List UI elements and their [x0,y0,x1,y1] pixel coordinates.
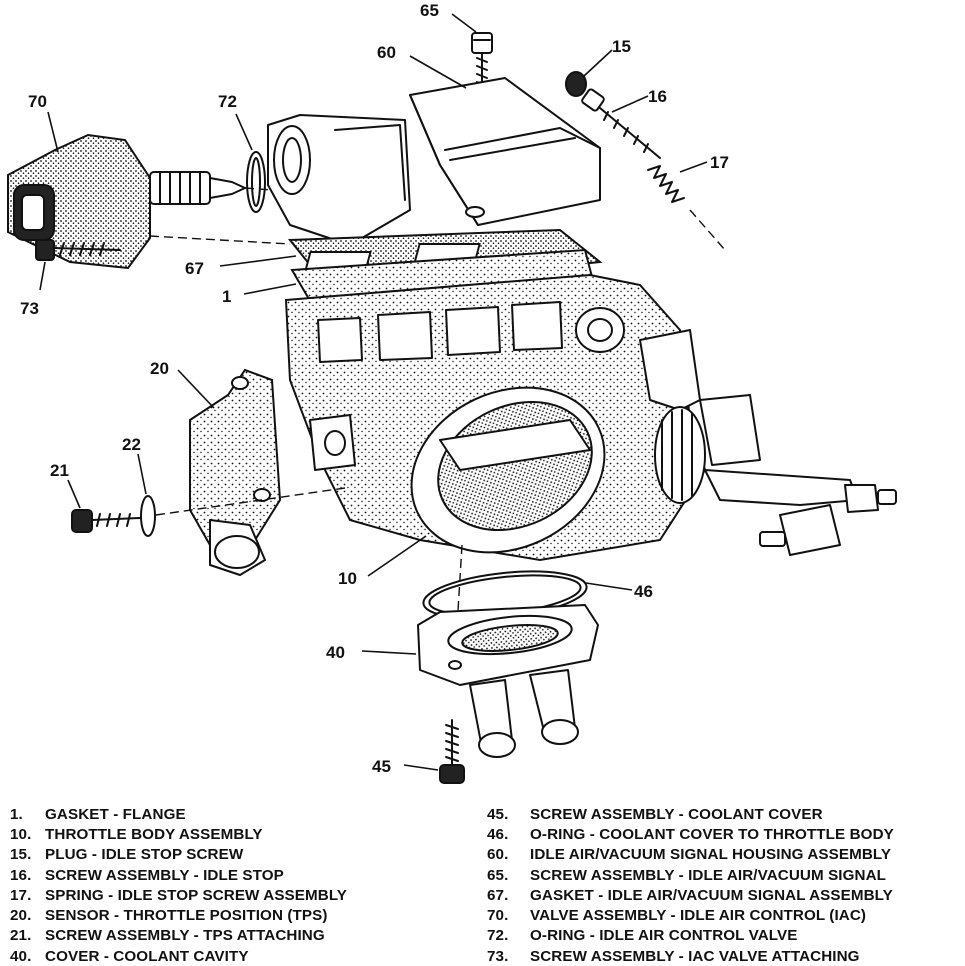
part-21-tps-screw [71,487,346,533]
legend-text: O-RING - IDLE AIR CONTROL VALVE [530,927,798,945]
parts-legend: 1. GASKET - FLANGE 10. THROTTLE BODY ASSEM… [0,800,965,965]
legend-row: 16. SCREW ASSEMBLY - IDLE STOP [10,865,347,885]
throttle-linkage [639,329,897,556]
legend-row: 15. PLUG - IDLE STOP SCREW [10,845,347,865]
legend-row: 60. IDLE AIR/VACUUM SIGNAL HOUSING ASSEMB… [487,845,894,865]
callout-22: 22 [122,435,141,454]
legend-number: 21. [10,927,32,945]
legend-row: 1. GASKET - FLANGE [10,804,347,824]
legend-text: SCREW ASSEMBLY - COOLANT COVER [530,805,823,823]
part-16-idle-stop-screw [581,88,661,159]
legend-text: COVER - COOLANT CAVITY [45,947,249,965]
legend-text: SCREW ASSEMBLY - IAC VALVE ATTACHING [530,947,860,965]
callout-10: 10 [338,569,357,588]
part-45-coolant-screw [439,719,465,784]
callout-labels: 65 60 15 16 70 72 17 67 1 73 20 22 21 10… [20,1,729,776]
legend-number: 17. [10,886,32,904]
callout-70: 70 [28,92,47,111]
callout-73: 73 [20,299,39,318]
legend-number: 60. [487,846,509,864]
callout-16: 16 [648,87,667,106]
legend-text: GASKET - FLANGE [45,805,186,823]
legend-text: THROTTLE BODY ASSEMBLY [45,825,263,843]
legend-text: SPRING - IDLE STOP SCREW ASSEMBLY [45,886,348,904]
legend-text: VALVE ASSEMBLY - IDLE AIR CONTROL (IAC) [530,907,867,925]
legend-left-column: 1. GASKET - FLANGE 10. THROTTLE BODY ASSEM… [10,804,347,966]
part-22-tps-washer [140,495,156,537]
legend-row: 40. COVER - COOLANT CAVITY [10,946,347,966]
callout-1: 1 [222,287,231,306]
callout-72: 72 [218,92,237,111]
legend-number: 67. [487,886,509,904]
callout-21: 21 [50,461,69,480]
legend-text: SCREW ASSEMBLY - TPS ATTACHING [45,927,325,945]
callout-17: 17 [710,153,729,172]
legend-row: 65. SCREW ASSEMBLY - IDLE AIR/VACUUM SIGN… [487,865,894,885]
legend-number: 46. [487,825,509,843]
part-20-tps-sensor [189,368,282,576]
legend-row: 20. SENSOR - THROTTLE POSITION (TPS) [10,905,347,925]
part-15-plug [565,71,587,97]
legend-number: 72. [487,927,509,945]
callout-60: 60 [377,43,396,62]
legend-row: 10. THROTTLE BODY ASSEMBLY [10,824,347,844]
legend-row: 67. GASKET - IDLE AIR/VACUUM SIGNAL ASSEM… [487,885,894,905]
legend-number: 65. [487,866,509,884]
iac-mounting-boss [267,114,411,246]
legend-text: GASKET - IDLE AIR/VACUUM SIGNAL ASSEMBLY [530,886,893,904]
legend-number: 73. [487,947,509,965]
legend-number: 45. [487,805,509,823]
legend-text: IDLE AIR/VACUUM SIGNAL HOUSING ASSEMBLY [530,846,892,864]
legend-text: O-RING - COOLANT COVER TO THROTTLE BODY [530,825,894,843]
legend-row: 45. SCREW ASSEMBLY - COOLANT COVER [487,804,894,824]
part-73-iac-screw [35,235,291,261]
part-40-coolant-cover [417,604,599,758]
callout-67: 67 [185,259,204,278]
callout-45: 45 [372,757,391,776]
callout-46: 46 [634,582,653,601]
part-10-throttle-body [284,273,707,562]
legend-number: 20. [10,907,32,925]
callout-65: 65 [420,1,439,20]
legend-text: PLUG - IDLE STOP SCREW [45,846,244,864]
leader-lines [39,13,708,771]
legend-row: 72. O-RING - IDLE AIR CONTROL VALVE [487,926,894,946]
legend-number: 16. [10,866,32,884]
legend-row: 17. SPRING - IDLE STOP SCREW ASSEMBLY [10,885,347,905]
legend-number: 10. [10,825,32,843]
legend-number: 70. [487,907,509,925]
part-17-idle-stop-spring [647,165,726,251]
callout-20: 20 [150,359,169,378]
exploded-throttle-body-diagram: 65 60 15 16 70 72 17 67 1 73 20 22 21 10… [7,1,897,784]
legend-text: SCREW ASSEMBLY - IDLE STOP [45,866,284,884]
legend-text: SENSOR - THROTTLE POSITION (TPS) [45,907,328,925]
legend-number: 40. [10,947,32,965]
part-60-signal-housing [409,77,601,226]
legend-row: 73. SCREW ASSEMBLY - IAC VALVE ATTACHING [487,946,894,966]
legend-text: SCREW ASSEMBLY - IDLE AIR/VACUUM SIGNAL [530,866,887,884]
legend-right-column: 45. SCREW ASSEMBLY - COOLANT COVER 46. O-R… [487,804,894,966]
legend-row: 70. VALVE ASSEMBLY - IDLE AIR CONTROL (IA… [487,905,894,925]
callout-15: 15 [612,37,631,56]
legend-number: 15. [10,846,32,864]
callout-40: 40 [326,643,345,662]
part-70-iac-valve [7,133,246,270]
legend-number: 1. [10,805,23,823]
legend-row: 21. SCREW ASSEMBLY - TPS ATTACHING [10,926,347,946]
legend-row: 46. O-RING - COOLANT COVER TO THROTTLE BO… [487,824,894,844]
